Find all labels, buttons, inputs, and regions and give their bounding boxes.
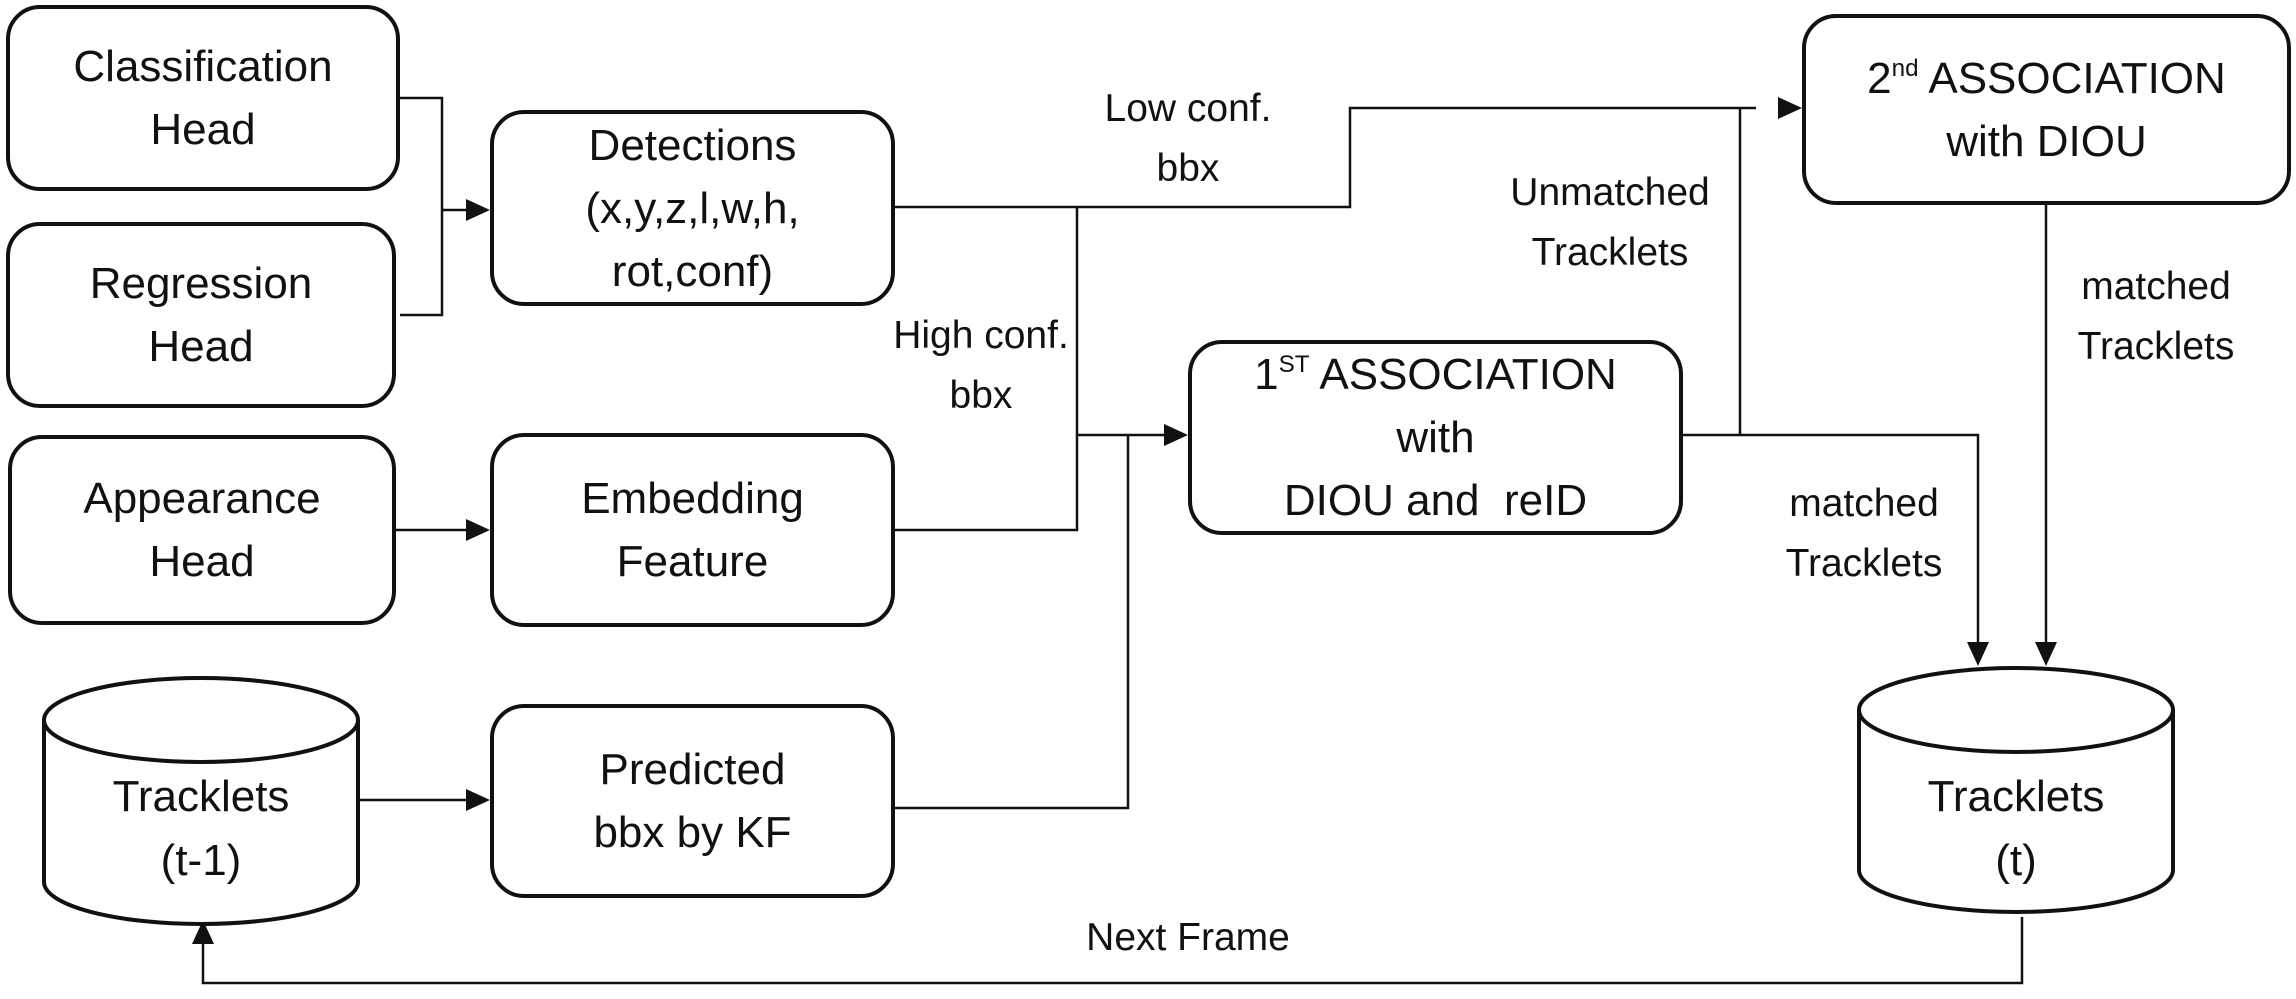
edge-classification-to-merge	[400, 96, 444, 210]
arrowhead-second-assoc	[1778, 97, 1802, 119]
arrowhead-detections	[466, 199, 490, 221]
second-association-line-2: with DIOU	[1946, 116, 2147, 166]
tracklets-curr-text: Tracklets (t)	[1928, 765, 2105, 893]
predicted-bbx-box: Predicted bbx by KF	[490, 704, 895, 898]
arrowhead-matched-2	[2035, 642, 2057, 666]
second-association-prefix: 2	[1867, 53, 1892, 103]
first-association-line-2: with	[1396, 413, 1475, 462]
regression-head-box: Regression Head	[6, 222, 396, 408]
first-association-prefix: 1	[1254, 350, 1279, 399]
second-association-title-text: ASSOCIATION	[1918, 53, 2226, 103]
first-association-box: 1ST ASSOCIATION with DIOU and reID	[1188, 340, 1683, 535]
edge-detections-split	[895, 106, 1756, 209]
arrowhead-embedding	[466, 519, 490, 541]
label-low-conf: Low conf. bbx	[1105, 79, 1272, 199]
label-high-conf-line-2: bbx	[949, 374, 1013, 417]
first-association-title: 1ST ASSOCIATION	[1254, 343, 1617, 406]
label-matched-2-line-2: Tracklets	[2077, 325, 2235, 368]
edge-first-assoc-out	[1683, 433, 1980, 642]
tracklets-prev-line-1: Tracklets	[112, 772, 290, 821]
edge-next-frame-loop	[201, 917, 2024, 985]
tracklets-curr-line-1: Tracklets	[1927, 772, 2105, 821]
label-next-frame: Next Frame	[1086, 908, 1290, 968]
label-low-conf-line-2: bbx	[1156, 147, 1220, 190]
label-matched-1-line-2: Tracklets	[1785, 542, 1943, 585]
edge-embedding-to-first	[895, 435, 1079, 532]
appearance-head-line-2: Head	[149, 537, 255, 586]
second-association-box: 2nd ASSOCIATION with DIOU	[1802, 14, 2291, 205]
detections-line-1: Detections	[588, 120, 797, 170]
arrowhead-predicted	[466, 789, 490, 811]
label-high-conf-line-1: High conf.	[893, 314, 1069, 357]
edge-regression-to-merge	[400, 210, 444, 317]
classification-head-line-2: Head	[150, 105, 256, 154]
second-association-sup: nd	[1891, 54, 1919, 82]
first-association-sup: ST	[1278, 351, 1310, 379]
regression-head-line-1: Regression	[89, 259, 313, 308]
edge-predicted-to-first	[895, 435, 1130, 810]
label-next-frame-line-1: Next Frame	[1086, 916, 1290, 959]
appearance-head-box: Appearance Head	[8, 435, 396, 625]
arrowhead-matched-1	[1967, 642, 1989, 666]
predicted-bbx-line-2: bbx by KF	[593, 808, 792, 857]
label-matched-2-line-1: matched	[2081, 265, 2231, 308]
classification-head-box: Classification Head	[6, 5, 400, 191]
first-association-title-text: ASSOCIATION	[1309, 350, 1617, 399]
label-matched-2: matched Tracklets	[2078, 257, 2235, 377]
label-high-conf: High conf. bbx	[893, 306, 1069, 426]
regression-head-line-2: Head	[148, 322, 254, 371]
classification-head-line-1: Classification	[73, 42, 333, 91]
edge-high-conf	[1075, 207, 1166, 437]
label-unmatched-line-1: Unmatched	[1510, 171, 1710, 214]
detections-line-2: (x,y,z,l,w,h,	[585, 183, 800, 233]
cylinder-tracklets-prev	[41, 676, 360, 926]
detections-line-3: rot,conf)	[611, 246, 774, 296]
embedding-feature-line-2: Feature	[616, 537, 769, 586]
tracklets-prev-text: Tracklets (t-1)	[113, 765, 290, 893]
arrowhead-first-assoc	[1164, 424, 1188, 446]
label-unmatched-line-2: Tracklets	[1531, 231, 1689, 274]
second-association-title: 2nd ASSOCIATION	[1867, 47, 2226, 110]
label-unmatched: Unmatched Tracklets	[1510, 163, 1709, 283]
cylinder-tracklets-curr	[1856, 666, 2175, 914]
tracklets-prev-line-2: (t-1)	[160, 836, 242, 885]
arrowhead-next-frame	[192, 920, 214, 944]
label-matched-1: matched Tracklets	[1786, 474, 1943, 594]
embedding-feature-box: Embedding Feature	[490, 433, 895, 627]
label-low-conf-line-1: Low conf.	[1104, 87, 1272, 130]
embedding-feature-line-1: Embedding	[581, 474, 804, 523]
detections-box: Detections (x,y,z,l,w,h, rot,conf)	[490, 110, 895, 306]
first-association-line-3: DIOU and reID	[1283, 476, 1588, 525]
label-matched-1-line-1: matched	[1789, 482, 1939, 525]
appearance-head-line-1: Appearance	[83, 474, 321, 523]
predicted-bbx-line-1: Predicted	[599, 745, 786, 794]
tracklets-curr-line-2: (t)	[1995, 836, 2037, 885]
